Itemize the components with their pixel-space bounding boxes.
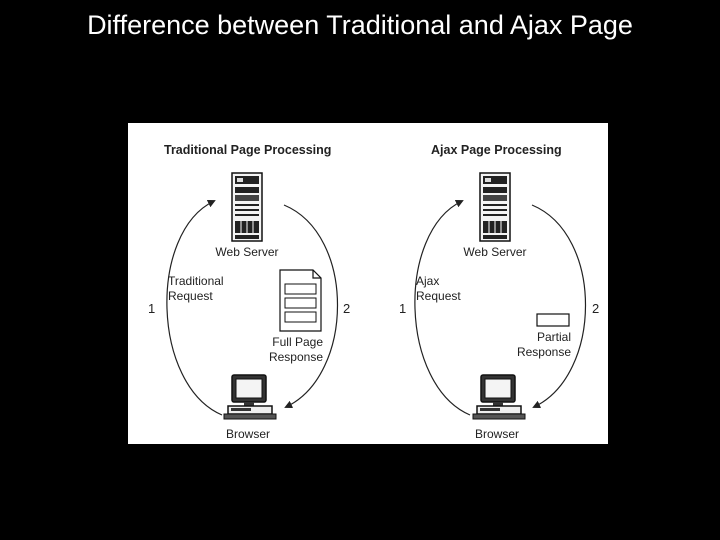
traditional-request-label-line1: Traditional xyxy=(168,274,224,288)
ajax-request-label-line2: Request xyxy=(416,289,461,303)
ajax-response-label: Partial Response xyxy=(496,330,571,360)
ajax-panel-title: Ajax Page Processing xyxy=(431,143,562,157)
slide-title: Difference between Traditional and Ajax … xyxy=(87,10,633,40)
traditional-response-label: Full Page Response xyxy=(248,335,323,365)
ajax-response-label-line1: Partial xyxy=(536,330,571,344)
ajax-response-label-line2: Response xyxy=(516,345,571,359)
diagram-graphics xyxy=(166,172,587,420)
ajax-server-icon xyxy=(479,172,511,242)
traditional-step-1: 1 xyxy=(148,301,156,316)
traditional-step-2: 2 xyxy=(343,301,351,316)
traditional-arc-response xyxy=(283,204,339,409)
partial-page-fragment-icon xyxy=(536,313,570,327)
diagram-figure: Traditional Page Processing Web Server T… xyxy=(128,123,608,444)
ajax-browser-label: Browser xyxy=(474,427,519,441)
traditional-browser-label: Browser xyxy=(225,427,270,441)
ajax-request-label-line1: Ajax xyxy=(416,274,440,288)
traditional-request-label: Traditional Request xyxy=(168,274,224,304)
traditional-browser-icon xyxy=(223,374,277,420)
full-page-document-icon xyxy=(279,269,322,332)
traditional-server-icon xyxy=(231,172,263,242)
traditional-panel-title: Traditional Page Processing xyxy=(164,143,332,157)
ajax-server-label: Web Server xyxy=(463,245,527,259)
ajax-step-2: 2 xyxy=(592,301,600,316)
traditional-arc-request xyxy=(166,200,223,416)
ajax-step-1: 1 xyxy=(399,301,407,316)
ajax-arc-request xyxy=(414,200,471,416)
traditional-response-label-line1: Full Page xyxy=(272,335,323,349)
ajax-browser-icon xyxy=(472,374,526,420)
ajax-arc-response xyxy=(531,204,587,409)
traditional-server-label: Web Server xyxy=(215,245,279,259)
ajax-request-label: Ajax Request xyxy=(416,274,461,304)
traditional-response-label-line2: Response xyxy=(268,350,323,364)
traditional-request-label-line2: Request xyxy=(168,289,213,303)
